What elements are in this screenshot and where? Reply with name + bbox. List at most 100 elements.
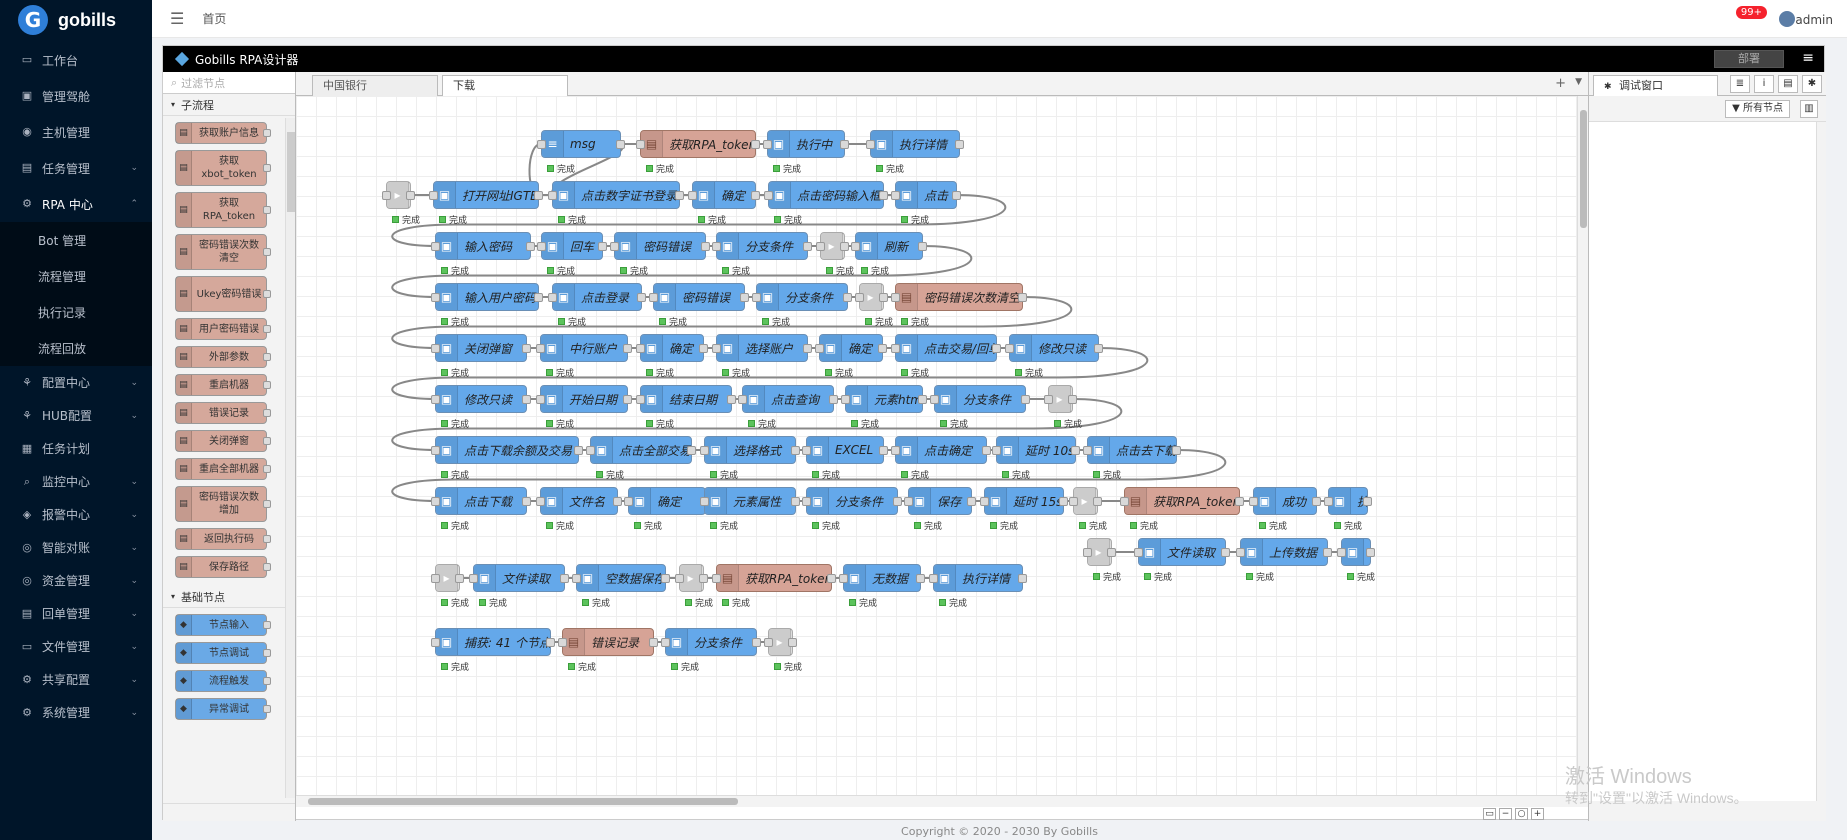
sidebar-item-14[interactable]: ◎智能对账⌄ — [0, 531, 152, 564]
input-port[interactable] — [649, 293, 658, 302]
flow-node[interactable]: ▣点击全部交易 — [586, 436, 696, 464]
book-icon[interactable]: ▤ — [1778, 75, 1798, 93]
flow-node[interactable]: ▣上传数据 — [1236, 538, 1332, 566]
output-port[interactable] — [534, 293, 543, 302]
output-port[interactable] — [916, 574, 925, 583]
palette-node[interactable]: ▤返回执行码 — [175, 528, 271, 550]
flow-node[interactable]: ▣延时 10s — [992, 436, 1080, 464]
input-port[interactable] — [1337, 548, 1346, 557]
flow-node[interactable]: ▤错误记录 — [558, 628, 658, 656]
sidebar-item-9[interactable]: ⚘配置中心⌄ — [0, 366, 152, 399]
palette-node[interactable]: ◆流程触发 — [175, 670, 271, 692]
output-port[interactable] — [1172, 446, 1181, 455]
input-port[interactable] — [558, 638, 567, 647]
zoom-reset-icon[interactable]: ○ — [1515, 808, 1528, 820]
input-port[interactable] — [815, 344, 824, 353]
input-port[interactable] — [764, 191, 773, 200]
output-port[interactable] — [1021, 395, 1030, 404]
sidebar-item-7[interactable]: 执行记录 — [0, 294, 152, 330]
input-port[interactable] — [841, 395, 850, 404]
input-port[interactable] — [891, 191, 900, 200]
scrollbar-thumb[interactable] — [308, 798, 738, 805]
output-port[interactable] — [1323, 548, 1332, 557]
input-port[interactable] — [572, 574, 581, 583]
flow-node[interactable]: ▣中行账户 — [536, 334, 632, 362]
input-port[interactable] — [929, 574, 938, 583]
flow-node[interactable]: ▣文件读取 — [469, 564, 569, 592]
input-port[interactable] — [536, 395, 545, 404]
output-port[interactable] — [263, 381, 271, 389]
output-port[interactable] — [879, 293, 888, 302]
input-port[interactable] — [1005, 344, 1014, 353]
input-port[interactable] — [586, 446, 595, 455]
output-port[interactable] — [1018, 574, 1027, 583]
input-port[interactable] — [700, 497, 709, 506]
output-port[interactable] — [534, 191, 543, 200]
input-port[interactable] — [431, 344, 440, 353]
output-port[interactable] — [751, 191, 760, 200]
output-port[interactable] — [263, 206, 271, 214]
output-port[interactable] — [1093, 497, 1102, 506]
logo[interactable]: G gobills — [0, 0, 152, 40]
sidebar-item-11[interactable]: ▦任务计划 — [0, 432, 152, 465]
palette-node[interactable]: ▤密码错误次数增加 — [175, 486, 271, 522]
workspace-horizontal-scrollbar[interactable] — [296, 795, 1588, 807]
output-port[interactable] — [560, 574, 569, 583]
output-port[interactable] — [649, 638, 658, 647]
input-port[interactable] — [891, 293, 900, 302]
output-port[interactable] — [840, 242, 849, 251]
input-port[interactable] — [624, 497, 633, 506]
sidebar-item-15[interactable]: ◎资金管理⌄ — [0, 564, 152, 597]
workspace-vertical-scrollbar[interactable] — [1577, 96, 1588, 795]
flow-node[interactable]: ▸ — [431, 564, 464, 592]
output-port[interactable] — [751, 140, 760, 149]
input-port[interactable] — [429, 191, 438, 200]
flow-node[interactable]: ▣选择账户 — [712, 334, 812, 362]
flow-node[interactable]: ▣文件读取 — [1134, 538, 1230, 566]
input-port[interactable] — [866, 140, 875, 149]
flow-node[interactable]: ≡msg — [537, 130, 625, 158]
input-port[interactable] — [688, 191, 697, 200]
flow-node[interactable]: ▣输入用户密码 — [431, 283, 543, 311]
output-port[interactable] — [263, 129, 271, 137]
output-port[interactable] — [263, 500, 271, 508]
output-port[interactable] — [623, 395, 632, 404]
flow-node[interactable]: ▣结束日期 — [636, 385, 736, 413]
input-port[interactable] — [712, 574, 721, 583]
output-port[interactable] — [687, 446, 696, 455]
flow-node[interactable]: ▤获取RPA_token — [712, 564, 836, 592]
output-port[interactable] — [803, 242, 812, 251]
flow-node[interactable]: ▣EXCEL — [802, 436, 888, 464]
flow-node[interactable]: ▣点击数字证书登录 — [548, 181, 684, 209]
input-port[interactable] — [1120, 497, 1129, 506]
flow-node[interactable]: ▣执行 — [1324, 487, 1372, 515]
breadcrumb[interactable]: 首页 — [202, 12, 227, 26]
flow-node[interactable]: ▸ — [816, 232, 849, 260]
output-port[interactable] — [522, 497, 531, 506]
sidebar-item-12[interactable]: ⌕监控中心⌄ — [0, 465, 152, 498]
notification-badge[interactable]: 99+ — [1735, 6, 1767, 19]
sidebar-item-0[interactable]: ▭工作台 — [0, 42, 152, 78]
output-port[interactable] — [955, 140, 964, 149]
output-port[interactable] — [675, 191, 684, 200]
sidebar-item-8[interactable]: 流程回放 — [0, 330, 152, 366]
output-port[interactable] — [613, 497, 622, 506]
output-port[interactable] — [522, 344, 531, 353]
output-port[interactable] — [546, 638, 555, 647]
output-port[interactable] — [879, 446, 888, 455]
output-port[interactable] — [918, 395, 927, 404]
output-port[interactable] — [598, 242, 607, 251]
input-port[interactable] — [431, 395, 440, 404]
flow-node[interactable]: ▸ — [764, 628, 797, 656]
flow-node[interactable]: ▸ — [675, 564, 708, 592]
flow-node[interactable]: ▣元素属性 — [700, 487, 800, 515]
output-port[interactable] — [701, 242, 710, 251]
menu-fold-icon[interactable]: ☰ — [170, 9, 185, 28]
flow-node[interactable]: ▣点击下载余额及交易 — [431, 436, 583, 464]
input-port[interactable] — [1236, 548, 1245, 557]
flow-node[interactable]: ▣成功 — [1249, 487, 1321, 515]
flow-node[interactable]: ▸ — [1069, 487, 1102, 515]
input-port[interactable] — [992, 446, 1001, 455]
flow-node[interactable]: ▣刷新 — [851, 232, 927, 260]
